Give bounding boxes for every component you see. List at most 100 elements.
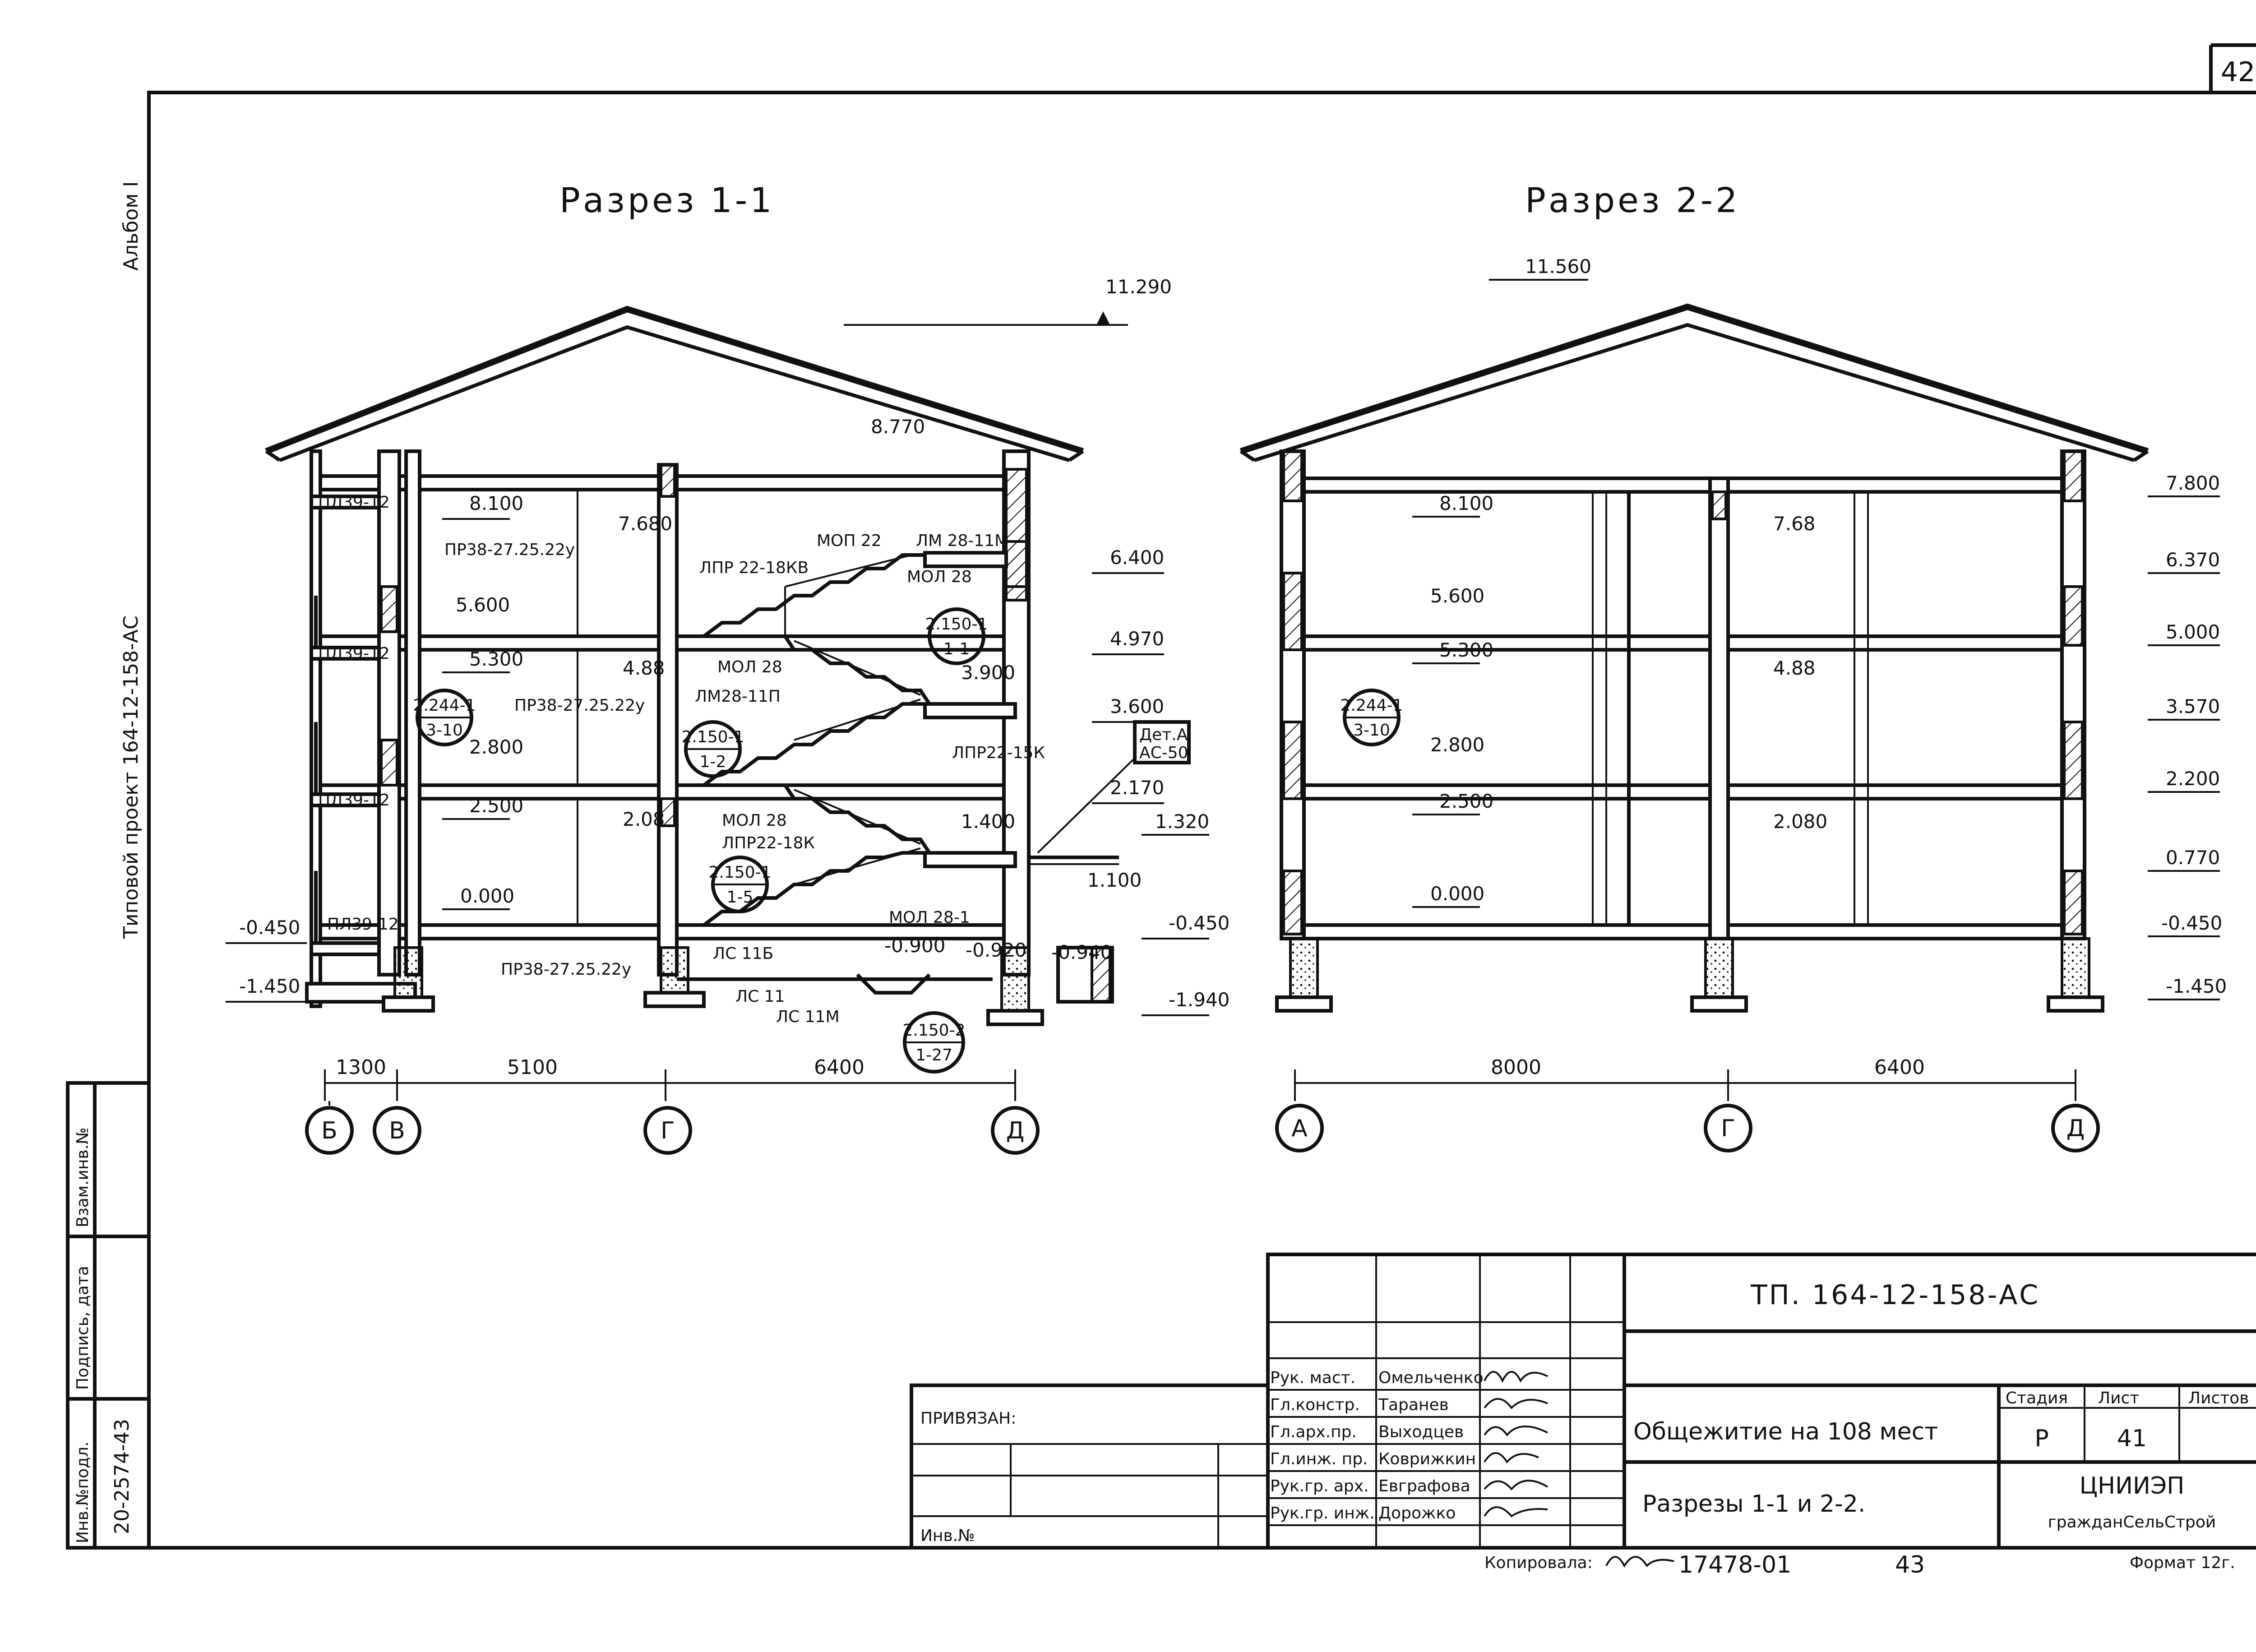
level-landing2-2: 4.88	[1773, 657, 1816, 679]
label-ls11: ЛС 11	[735, 987, 785, 1006]
level-second-floor-1: 5.300	[469, 648, 523, 670]
copied-label: Копировала:	[1484, 1554, 1593, 1572]
level-first-floor-1: 2.500	[469, 795, 523, 817]
copied-value: 17478-01	[1678, 1551, 1791, 1578]
signatures	[1484, 1371, 1549, 1518]
stamp-sheet-title: Разрезы 1-1 и 2-2.	[1642, 1490, 1865, 1518]
level-second-top-2: 5.600	[1430, 585, 1484, 607]
label-pr38-a: ПР38-27.25.22у	[444, 541, 575, 559]
stamp-attached: ПРИВЯЗАН:	[920, 1409, 1016, 1428]
callout-5-bottom: 1-27	[915, 1046, 952, 1064]
axis-b: Б	[321, 1117, 337, 1144]
footer: Копировала: 17478-01 43 Формат 12г.	[1484, 1551, 2235, 1578]
copied-signature	[1605, 1556, 1674, 1568]
level-5000-2: 5.000	[2166, 621, 2220, 643]
callout-3-bottom: 1-2	[700, 753, 726, 771]
stamp-sheet-header: Лист	[2098, 1389, 2139, 1407]
stamp-stage-header: Стадия	[2006, 1389, 2068, 1407]
name-5: Дорожко	[1378, 1504, 1456, 1522]
label-mol28-b: МОЛ 28	[717, 658, 782, 676]
name-1: Таранев	[1378, 1396, 1449, 1414]
level-m0940-1: -0.940	[1051, 941, 1112, 963]
label-mop22: МОП 22	[817, 532, 882, 550]
callout-2-bottom: 1-1	[943, 640, 970, 658]
role-2: Гл.арх.пр.	[1270, 1423, 1357, 1441]
callout-2-2-bottom: 3-10	[1353, 721, 1390, 740]
level-landing2-1: 4.88	[623, 657, 665, 679]
section-2-title: Разрез 2-2	[1525, 180, 1740, 220]
title-block: ПРИВЯЗАН: Инв.№ Рук. маст. Гл.констр. Гл…	[910, 1253, 2256, 1550]
level-3600-1: 3.600	[1110, 695, 1164, 717]
project-label: Типовой проект 164-12-158-АС	[120, 615, 143, 939]
axis-g-1: Г	[661, 1117, 675, 1144]
frame-label-sign: Подпись, дата	[74, 1266, 92, 1390]
side-strip: Альбом I Типовой проект 164-12-158-АС Вз…	[66, 181, 151, 1550]
section-1-1: Разрез 1-1	[226, 180, 1230, 1155]
axis-a: А	[1291, 1115, 1308, 1142]
dim-1300: 1300	[336, 1056, 386, 1079]
element-labels-1: ПЛ39-12 ПЛ39-12 ПЛ39-12 ПЛ39-12 ПР38-27.…	[318, 493, 1191, 1026]
level-4970-1: 4.970	[1110, 628, 1164, 650]
level-2200-2: 2.200	[2166, 768, 2220, 790]
level-m0450-right-1: -0.450	[1169, 912, 1230, 934]
label-ls11m: ЛС 11М	[776, 1008, 840, 1026]
role-0: Рук. маст.	[1270, 1369, 1355, 1387]
callouts-1: 2.244-1 3-10 2.150-1 1-1 2.150-1 1-2 2.1…	[413, 607, 988, 1074]
inv-number: 20-2574-43	[111, 1419, 134, 1534]
frame-label-inv: Инв.№подл.	[74, 1442, 92, 1543]
level-first-top-1: 2.800	[469, 736, 523, 758]
axis-v: В	[389, 1117, 405, 1144]
stamp-sheets-header: Листов	[2188, 1389, 2249, 1407]
level-landing1-1: 2.08	[623, 808, 665, 830]
level-m1450-2: -1.450	[2166, 975, 2227, 997]
label-pr38-c: ПР38-27.25.22у	[501, 960, 631, 979]
stamp-stage: Р	[2034, 1425, 2048, 1452]
format-label: Формат 12г.	[2130, 1554, 2235, 1572]
stamp-sheet: 41	[2117, 1425, 2147, 1452]
label-det-a-sheet: АС-50	[1139, 744, 1188, 762]
level-first-top-2: 2.800	[1430, 734, 1484, 756]
roof-2	[1239, 303, 2149, 462]
level-landing1-2: 2.080	[1773, 810, 1827, 833]
level-ridge-1: 11.290	[1105, 276, 1172, 298]
stamp-code: ТП. 164-12-158-АС	[1750, 1279, 2040, 1311]
level-top-floor-1: 8.100	[469, 492, 523, 514]
page-number: 42	[2221, 56, 2255, 88]
role-3: Гл.инж. пр.	[1270, 1450, 1368, 1468]
level-second-top-1: 5.600	[456, 594, 510, 616]
level-second-floor-2: 5.300	[1439, 639, 1493, 661]
level-landing3-2: 7.68	[1773, 513, 1816, 535]
callout-5-top: 2.150-2	[903, 1021, 966, 1040]
dim-8000: 8000	[1491, 1056, 1541, 1079]
level-m0450-left-1: -0.450	[239, 916, 300, 939]
label-pl39-12-b: ПЛ39-12	[318, 644, 390, 663]
level-markers-1: 11.290 8.770 8.100 7.680 6.400 5.600 5.3…	[226, 276, 1230, 1016]
dim-6400-2: 6400	[1874, 1056, 1925, 1079]
level-ridge-2: 11.560	[1525, 255, 1591, 278]
level-ground-1: 0.000	[460, 885, 514, 907]
level-top-2: 8.100	[1439, 492, 1493, 514]
callout-4-bottom: 1-5	[727, 888, 754, 907]
role-4: Рук.гр. арх.	[1270, 1477, 1369, 1495]
album-label: Альбом I	[120, 181, 143, 271]
copied-page: 43	[1895, 1551, 1925, 1578]
stamp-object: Общежитие на 108 мест	[1633, 1418, 1938, 1445]
level-7800-2: 7.800	[2166, 472, 2220, 494]
level-6370-2: 6.370	[2166, 549, 2220, 571]
label-mol28-1: МОЛ 28-1	[889, 908, 970, 927]
label-mol28-a: МОЛ 28	[907, 568, 972, 586]
level-markers-2: 11.560 8.100 7.68 7.800 6.370 5.600 5.30…	[1412, 255, 2227, 1000]
label-pl39-12-c: ПЛ39-12	[318, 791, 390, 810]
label-ls11b: ЛС 11Б	[713, 944, 773, 963]
axis-d-2: Д	[2066, 1115, 2085, 1142]
label-lpr22-18kv: ЛПР 22-18КВ	[699, 559, 809, 577]
level-6400-1: 6.400	[1110, 546, 1164, 569]
dim-6400: 6400	[814, 1056, 864, 1079]
label-pl39-12-d: ПЛ39-12	[327, 915, 399, 934]
dims-1: 1300 5100 6400 Б В Г Д	[305, 1056, 1040, 1155]
stamp-org-1: ЦНИИЭП	[2080, 1472, 2185, 1499]
level-landing3-1: 7.680	[618, 513, 672, 535]
role-5: Рук.гр. инж.	[1270, 1504, 1375, 1522]
foundations-1	[305, 856, 1119, 1026]
